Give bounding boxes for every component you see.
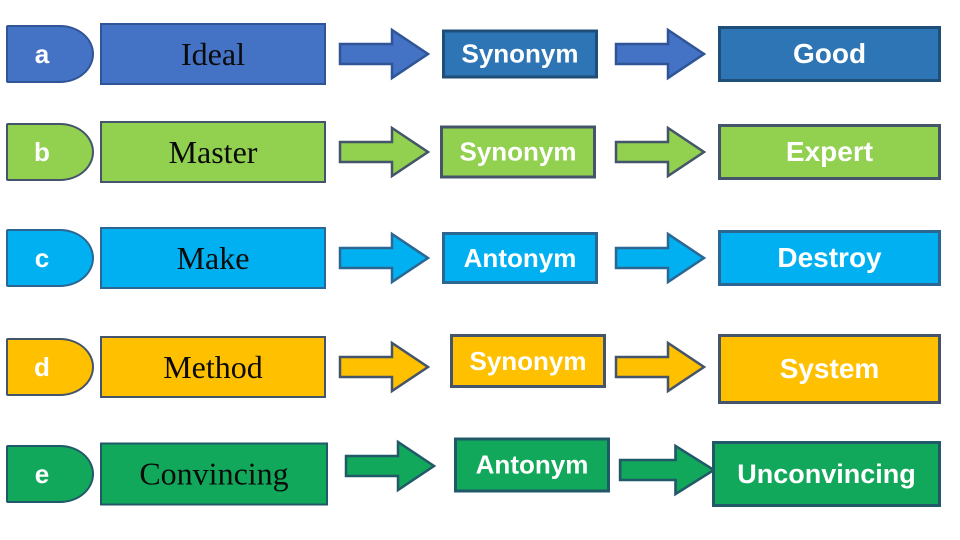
word-box: Convincing	[100, 442, 328, 506]
relation-label: Synonym	[459, 136, 577, 167]
letter-badge: b	[6, 123, 94, 181]
letter-label: b	[34, 136, 50, 167]
word-label: Master	[168, 133, 258, 170]
arrow-right-icon	[614, 27, 707, 81]
letter-label: a	[34, 38, 50, 69]
word-label: Method	[163, 348, 263, 385]
result-label: System	[779, 353, 880, 384]
result-label: Good	[792, 38, 867, 69]
arrow-right-icon	[338, 27, 431, 81]
relation-box: Synonym	[442, 29, 598, 79]
relation-label: Synonym	[461, 38, 579, 69]
letter-badge: c	[6, 229, 94, 287]
result-label: Destroy	[777, 242, 882, 273]
letter-label: e	[34, 458, 50, 489]
relation-box: Synonym	[450, 334, 606, 388]
word-label: Ideal	[181, 35, 245, 72]
word-box: Method	[100, 336, 326, 398]
arrow-right-icon	[338, 231, 431, 285]
relation-label: Antonym	[475, 449, 589, 480]
word-label: Convincing	[139, 455, 289, 492]
arrow-right-icon	[338, 340, 431, 394]
result-box: System	[718, 334, 941, 404]
result-box: Destroy	[718, 230, 941, 286]
arrow-right-icon	[344, 439, 437, 493]
result-box: Unconvincing	[712, 441, 941, 507]
letter-badge: a	[6, 25, 94, 83]
relation-label: Antonym	[463, 242, 577, 273]
arrow-right-icon	[614, 231, 707, 285]
result-label: Unconvincing	[737, 458, 916, 489]
result-box: Good	[718, 26, 941, 82]
result-box: Expert	[718, 124, 941, 180]
word-box: Master	[100, 121, 326, 183]
word-box: Ideal	[100, 23, 326, 85]
letter-label: d	[34, 351, 50, 382]
letter-badge: e	[6, 445, 94, 503]
word-label: Make	[176, 239, 250, 276]
arrow-right-icon	[618, 443, 717, 497]
relation-label: Synonym	[469, 345, 587, 376]
result-label: Expert	[785, 136, 874, 167]
arrow-right-icon	[338, 125, 431, 179]
relation-box: Antonym	[454, 437, 610, 493]
word-box: Make	[100, 227, 326, 289]
arrow-right-icon	[614, 125, 707, 179]
relation-box: Synonym	[440, 125, 596, 179]
arrow-right-icon	[614, 340, 707, 394]
letter-badge: d	[6, 338, 94, 396]
letter-label: c	[34, 242, 50, 273]
relation-box: Antonym	[442, 232, 598, 284]
